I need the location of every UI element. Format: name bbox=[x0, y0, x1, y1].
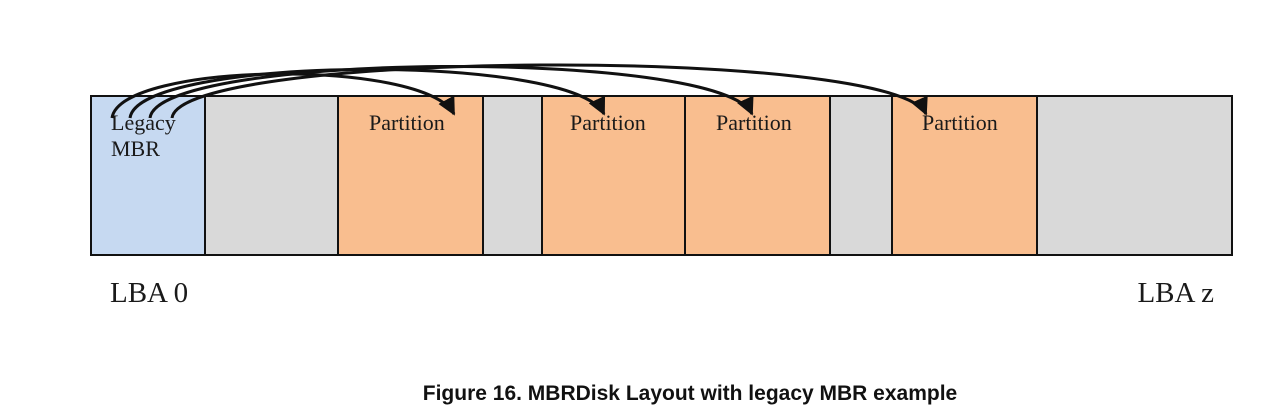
partition-block bbox=[337, 95, 484, 256]
partition-label: Partition bbox=[570, 110, 646, 135]
figure-caption: Figure 16. MBRDisk Layout with legacy MB… bbox=[423, 382, 957, 405]
legacy-mbr-label-line-1: Legacy bbox=[111, 110, 176, 135]
lba-start-label: LBA 0 bbox=[110, 277, 188, 309]
lba-end-label: LBA z bbox=[1137, 277, 1214, 309]
free-space-block bbox=[482, 95, 543, 256]
free-space-block bbox=[204, 95, 339, 256]
free-space-block bbox=[1036, 95, 1233, 256]
legacy-mbr-block bbox=[90, 95, 206, 256]
partition-block bbox=[541, 95, 686, 256]
partition-pointer-arrows bbox=[110, 63, 928, 119]
free-space-block bbox=[829, 95, 893, 256]
partition-label: Partition bbox=[369, 110, 445, 135]
mbr-to-partition-arrow bbox=[170, 63, 928, 119]
partition-label: Partition bbox=[922, 110, 998, 135]
partition-label: Partition bbox=[716, 110, 792, 135]
partition-block bbox=[684, 95, 831, 256]
legacy-mbr-label-line-2: MBR bbox=[111, 136, 160, 161]
partition-block bbox=[891, 95, 1038, 256]
